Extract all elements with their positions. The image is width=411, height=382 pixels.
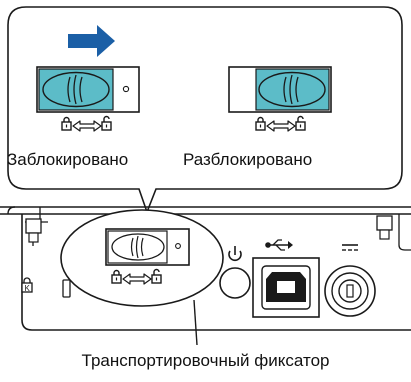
arrow-right-icon xyxy=(68,25,115,57)
usb-icon xyxy=(265,239,293,251)
locked-label: Заблокировано xyxy=(7,150,129,169)
power-icon xyxy=(228,246,242,262)
switch-on-device xyxy=(105,228,190,266)
hinge-right xyxy=(376,214,411,251)
svg-text:K: K xyxy=(25,284,31,293)
dc-power-icon xyxy=(342,244,358,251)
caption-leader-line xyxy=(193,299,198,346)
device-back-panel: K xyxy=(0,206,411,346)
transport-lock-caption: Транспортировочный фиксатор xyxy=(81,351,330,370)
power-button xyxy=(219,267,251,299)
security-slot xyxy=(62,279,71,298)
switch-locked xyxy=(36,66,140,113)
hinge-left xyxy=(25,218,42,243)
unlocked-label: Разблокировано xyxy=(183,150,313,169)
switch-unlocked xyxy=(228,66,332,113)
callout-bubble xyxy=(7,6,403,215)
dc-power-jack xyxy=(324,265,376,317)
kensington-lock-icon: K xyxy=(21,277,33,293)
usb-port xyxy=(252,257,320,318)
